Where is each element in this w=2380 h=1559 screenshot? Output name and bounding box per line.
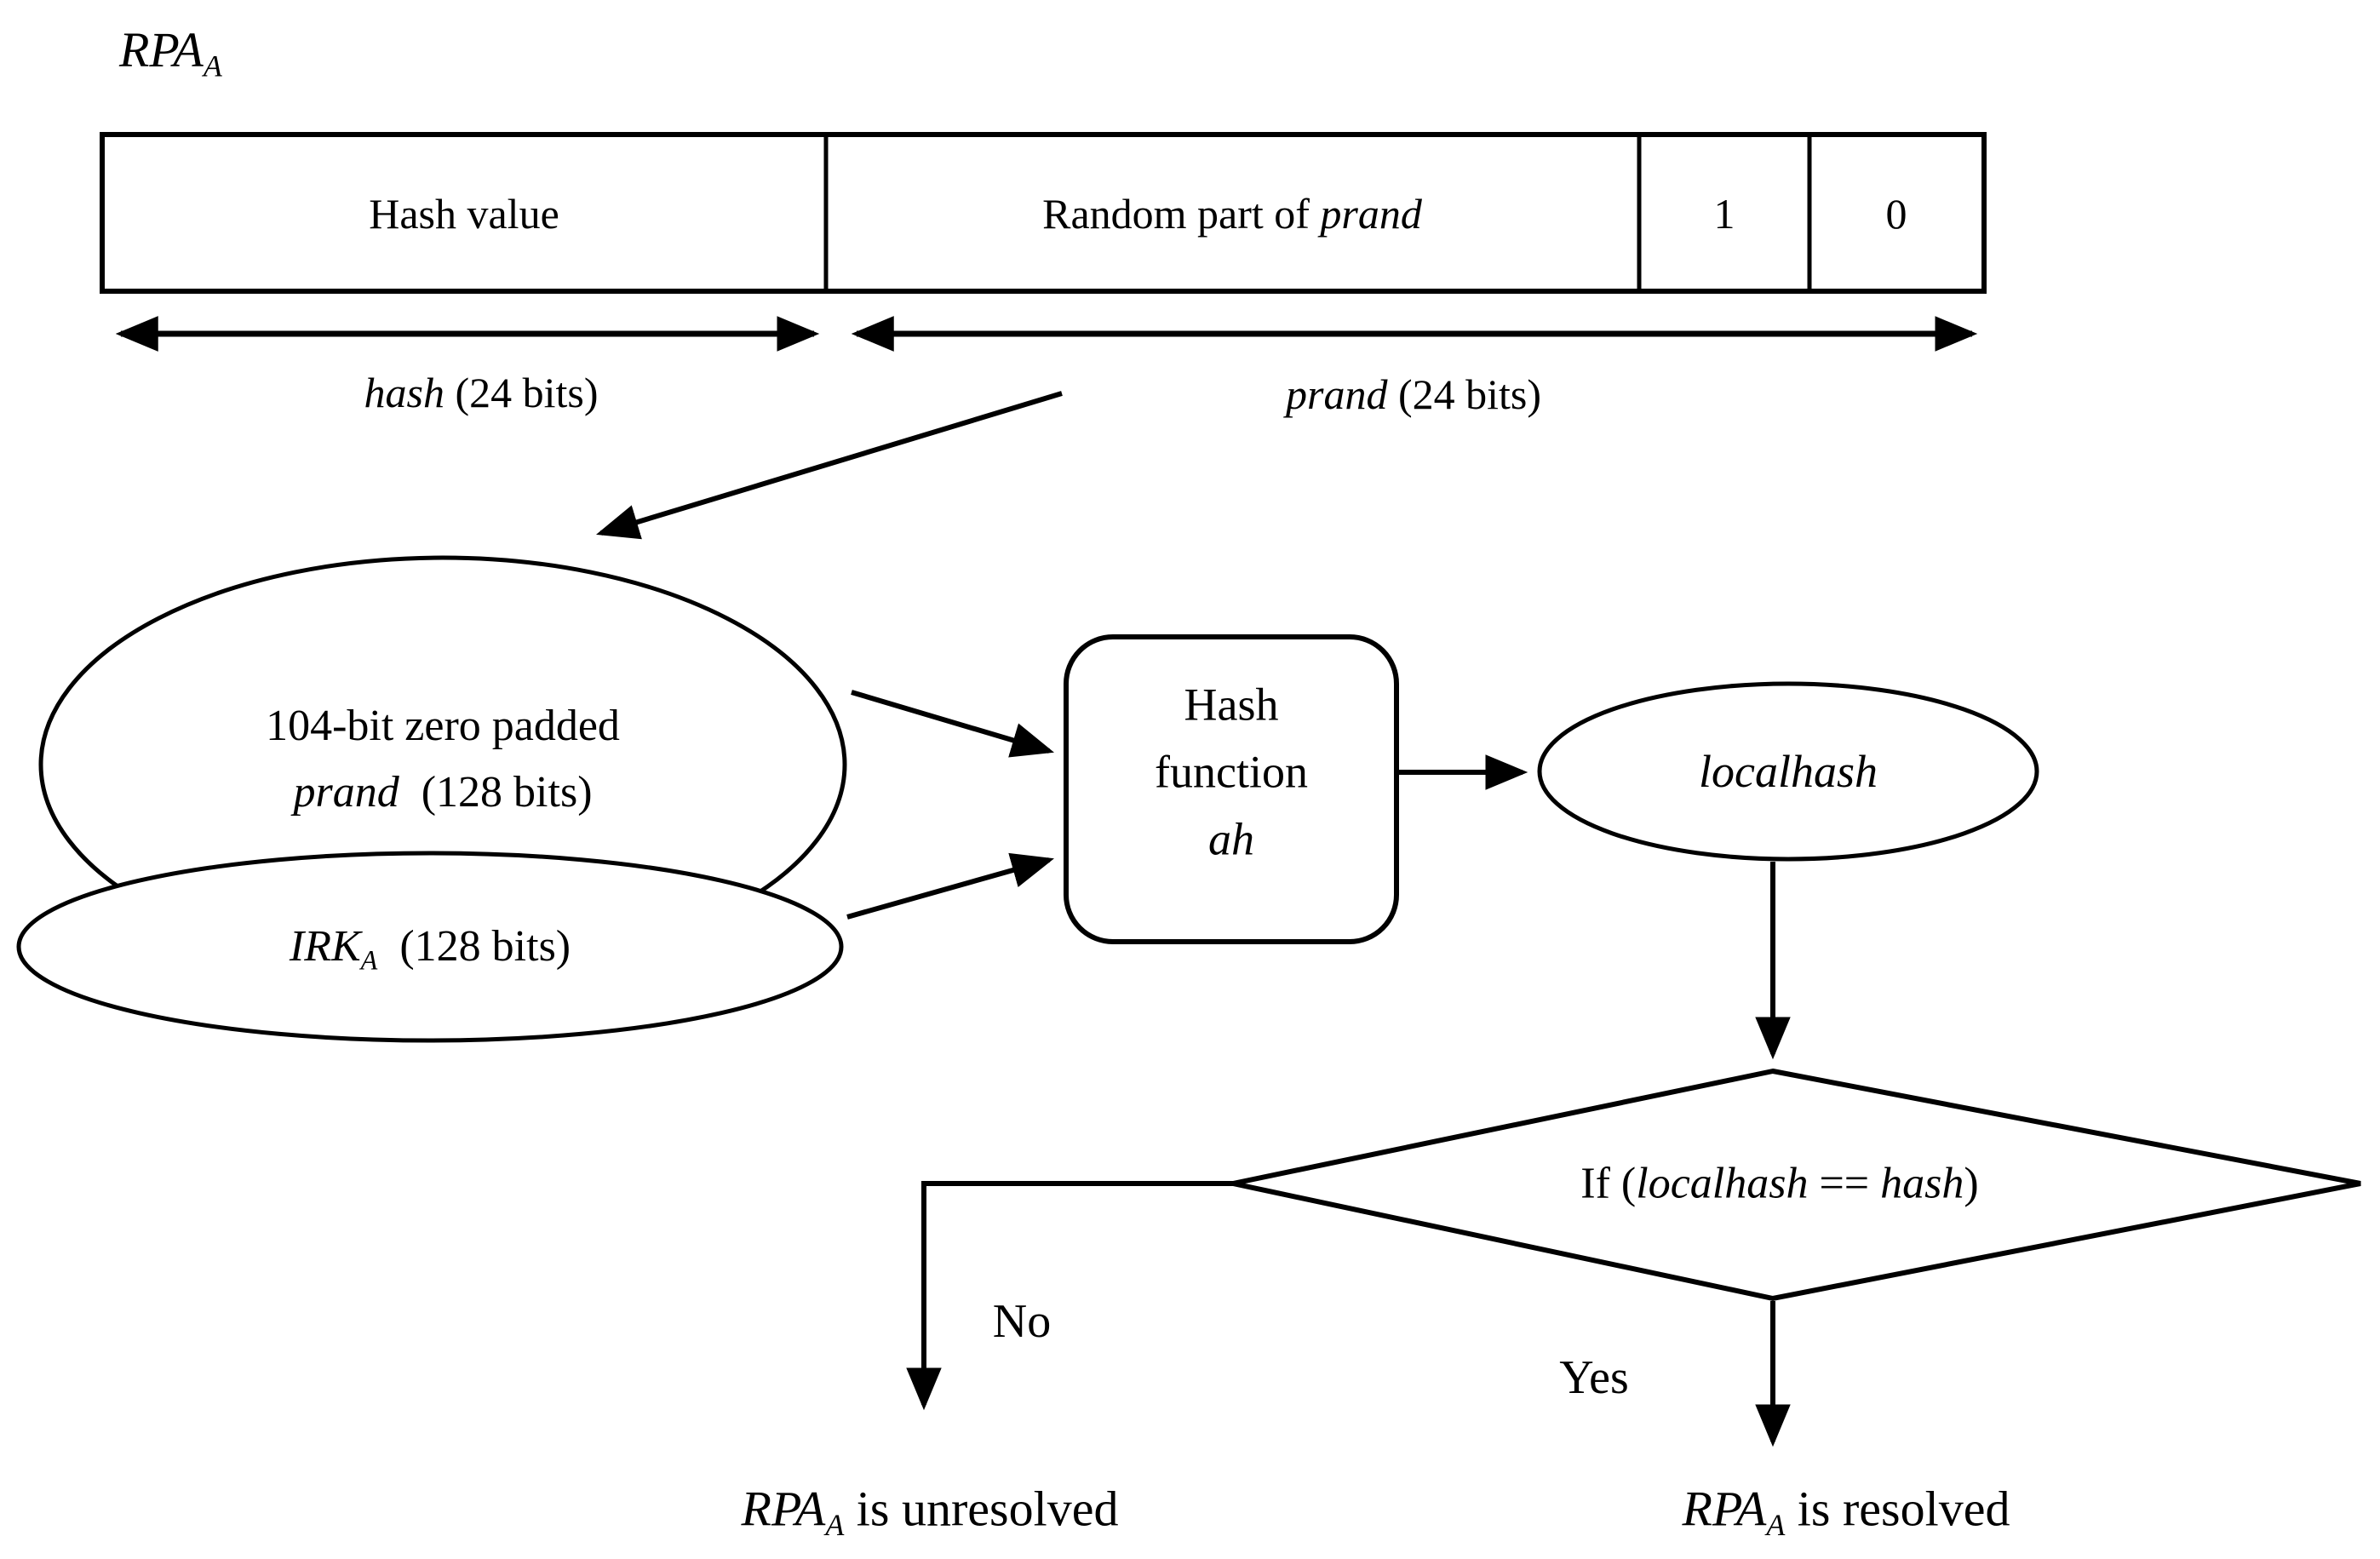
irk-to-hashfn-arrow: [846, 852, 1055, 920]
decision-hash: hash: [1880, 1159, 1964, 1208]
decision-prefix: If (: [1580, 1159, 1637, 1208]
hash-span-bits: (24 bits): [444, 369, 599, 416]
no-branch-arrow: [906, 1181, 1233, 1411]
hash-function-line1: Hash: [1184, 679, 1279, 731]
hash-function-label: Hash function ah: [1155, 672, 1308, 874]
hash-span-word: hash: [364, 369, 444, 416]
irk-base: IRK: [289, 922, 361, 971]
prand-span-bits: (24 bits): [1387, 370, 1542, 418]
prand-span-word: prand: [1285, 370, 1388, 418]
decision-localhash: localhash: [1636, 1159, 1809, 1208]
bar-cell-hash-value-text: Hash value: [369, 190, 559, 238]
decision-diamond: [1232, 1068, 2361, 1302]
localhash-ellipse: [1537, 681, 2039, 862]
result-resolved-base: RPA: [1682, 1481, 1767, 1537]
bar-cell-hash-value: Hash value: [369, 189, 559, 238]
irk-bits: (128 bits): [377, 922, 571, 971]
rpa-structure-title: RPAA: [119, 21, 222, 81]
irk-ellipse: [16, 851, 844, 1043]
hash-function-box: [1064, 634, 1399, 944]
hash-function-ah: ah: [1208, 813, 1254, 865]
prand-span-label: prand (24 bits): [1286, 370, 1541, 419]
yes-branch-label: Yes: [1559, 1351, 1629, 1404]
no-branch-label: No: [992, 1295, 1052, 1348]
result-resolved-label: RPAA is resolved: [1682, 1481, 2010, 1540]
padded-prand-bits: (128 bits): [399, 768, 593, 817]
padded-prand-word: prand: [293, 768, 399, 817]
localhash-label: localhash: [1699, 746, 1878, 797]
irk-label: IRKA (128 bits): [290, 914, 571, 980]
padded-prand-label: 104-bit zero padded prand (128 bits): [266, 693, 620, 826]
prand-to-padded-arrow: [596, 391, 1063, 540]
result-resolved-text: is resolved: [1785, 1481, 2010, 1537]
bar-cell-random-part-prefix: Random part of: [1042, 190, 1321, 238]
padded-prand-line1: 104-bit zero padded: [266, 702, 620, 750]
bar-cell-random-part-prand: prand: [1320, 190, 1422, 238]
hash-span-label: hash (24 bits): [364, 368, 598, 417]
rpa-title-subscript: A: [203, 49, 222, 83]
bar-cell-bit-one: 1: [1714, 189, 1735, 238]
decision-label: If (localhash == hash): [1580, 1159, 1978, 1209]
padded-prand-line2: prand (128 bits): [266, 759, 620, 826]
bar-cell-bit-one-text: 1: [1713, 190, 1735, 238]
bar-cell-random-part: Random part of prand: [1042, 189, 1422, 238]
result-unresolved-base: RPA: [741, 1481, 826, 1537]
hash-function-line2: function: [1155, 746, 1308, 798]
padded-to-hashfn-arrow: [851, 690, 1054, 758]
result-unresolved-subscript: A: [825, 1508, 845, 1542]
decision-operator: ==: [1808, 1159, 1881, 1208]
address-bar-outline: [100, 132, 1987, 294]
decision-suffix: ): [1964, 1159, 1979, 1208]
rpa-title-base: RPA: [119, 22, 204, 77]
result-unresolved-label: RPAA is unresolved: [741, 1481, 1119, 1540]
irk-subscript: A: [360, 944, 378, 976]
result-unresolved-text: is unresolved: [844, 1481, 1119, 1537]
bar-cell-bit-zero: 0: [1886, 189, 1907, 238]
result-resolved-subscript: A: [1766, 1508, 1786, 1542]
bar-cell-bit-zero-text: 0: [1885, 190, 1907, 238]
